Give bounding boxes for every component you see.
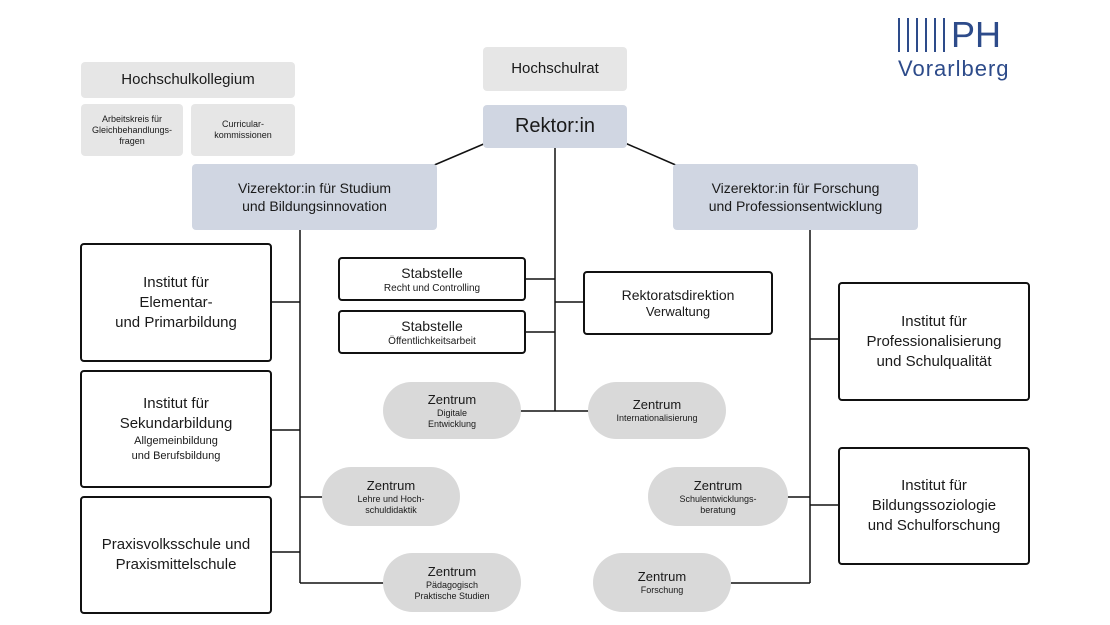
hochschulrat-label: Hochschulrat bbox=[511, 60, 599, 77]
ph-vorarlberg-logo: PH Vorarlberg bbox=[898, 14, 1038, 88]
logo-bars-icon bbox=[898, 18, 945, 52]
zentrum-paedagogisch-oval: Zentrum Pädagogisch Praktische Studien bbox=[383, 553, 521, 612]
zentrum-schulentwicklung-sub: Schulentwicklungs- bbox=[679, 493, 757, 504]
stabstelle-oeffentlich-sub: Öffentlichkeitsarbeit bbox=[388, 335, 476, 347]
vizerektor-forschung-box: Vizerektor:in für Forschung und Professi… bbox=[673, 164, 918, 230]
vizerektor-studium-line: Vizerektor:in für Studium bbox=[237, 180, 392, 196]
curricular-line: Curricular- bbox=[221, 119, 264, 129]
vizerektor-studium-line: und Bildungsinnovation bbox=[242, 198, 387, 214]
zentrum-schulentwicklung-oval: Zentrum Schulentwicklungs- beratung bbox=[648, 467, 788, 526]
arbeitskreis-line: Gleichbehandlungs- bbox=[91, 124, 173, 135]
institut-sekundar-box: Institut für Sekundarbildung Allgemeinbi… bbox=[80, 370, 272, 488]
praxisschule-line: Praxismittelschule bbox=[115, 556, 237, 573]
zentrum-lehre-sub: schuldidaktik bbox=[365, 504, 417, 515]
rektoratsdirektion-sub: Verwaltung bbox=[645, 304, 711, 319]
institut-professionalisierung-line: Professionalisierung bbox=[866, 332, 1002, 350]
logo-subtitle: Vorarlberg bbox=[898, 56, 1010, 81]
stabstelle-oeffentlich-title: Stabstelle bbox=[401, 317, 463, 334]
arbeitskreis-box: Arbeitskreis für Gleichbehandlungs- frag… bbox=[81, 104, 183, 156]
zentrum-digitale-oval: Zentrum Digitale Entwicklung bbox=[383, 382, 521, 439]
praxisschule-line: Praxisvolksschule und bbox=[101, 536, 251, 553]
zentrum-paedagogisch-sub: Praktische Studien bbox=[414, 590, 490, 601]
institut-elementar-box: Institut für Elementar- und Primarbildun… bbox=[80, 243, 272, 362]
institut-professionalisierung-line: Institut für bbox=[901, 312, 967, 330]
curricular-line: kommissionen bbox=[214, 130, 272, 140]
zentrum-international-sub: Internationalisierung bbox=[616, 413, 698, 423]
praxisschule-box: Praxisvolksschule und Praxismittelschule bbox=[80, 496, 272, 614]
institut-bildungssoziologie-line: Bildungssoziologie bbox=[871, 497, 997, 514]
stabstelle-recht-title: Stabstelle bbox=[401, 264, 463, 281]
rektoratsdirektion-title: Rektoratsdirektion bbox=[621, 287, 735, 303]
institut-professionalisierung-box: Institut für Professionalisierung und Sc… bbox=[838, 282, 1030, 401]
zentrum-schulentwicklung-title: Zentrum bbox=[693, 477, 743, 493]
stabstelle-recht-box: Stabstelle Recht und Controlling bbox=[338, 257, 526, 301]
vizerektor-forschung-line: Vizerektor:in für Forschung bbox=[711, 180, 880, 196]
zentrum-international-title: Zentrum bbox=[632, 397, 682, 412]
institut-bildungssoziologie-line: Institut für bbox=[901, 477, 967, 494]
institut-professionalisierung-line: und Schulqualität bbox=[876, 352, 992, 370]
institut-bildungssoziologie-line: und Schulforschung bbox=[867, 517, 1001, 534]
curricular-box: Curricular- kommissionen bbox=[191, 104, 295, 156]
zentrum-paedagogisch-sub: Pädagogisch bbox=[425, 579, 479, 590]
hochschulkollegium-box: Hochschulkollegium bbox=[81, 62, 295, 98]
vizerektor-studium-box: Vizerektor:in für Studium und Bildungsin… bbox=[192, 164, 437, 230]
institut-elementar-line: Elementar- bbox=[139, 293, 213, 311]
zentrum-schulentwicklung-sub: beratung bbox=[700, 504, 736, 515]
zentrum-forschung-title: Zentrum bbox=[637, 569, 687, 584]
zentrum-international-oval: Zentrum Internationalisierung bbox=[588, 382, 726, 439]
zentrum-lehre-sub: Lehre und Hoch- bbox=[357, 493, 425, 504]
rektor-box: Rektor:in bbox=[483, 105, 627, 148]
logo-letters: PH bbox=[951, 14, 1002, 55]
institut-elementar-line: und Primarbildung bbox=[115, 313, 237, 331]
zentrum-digitale-sub: Digitale bbox=[436, 407, 467, 418]
institut-sekundar-sub: Allgemeinbildung bbox=[134, 435, 218, 447]
zentrum-digitale-sub: Entwicklung bbox=[427, 418, 477, 429]
zentrum-digitale-title: Zentrum bbox=[427, 391, 477, 407]
institut-sekundar-line: Institut für bbox=[143, 395, 209, 412]
arbeitskreis-line: fragen bbox=[119, 135, 145, 146]
arbeitskreis-line: Arbeitskreis für bbox=[101, 113, 163, 124]
institut-sekundar-line: Sekundarbildung bbox=[119, 415, 233, 432]
rektor-label: Rektor:in bbox=[514, 115, 596, 137]
institut-bildungssoziologie-box: Institut für Bildungssoziologie und Schu… bbox=[838, 447, 1030, 565]
vizerektor-forschung-line: und Professionsentwicklung bbox=[708, 198, 883, 214]
hochschulkollegium-label: Hochschulkollegium bbox=[121, 71, 255, 88]
zentrum-paedagogisch-title: Zentrum bbox=[427, 563, 477, 579]
zentrum-forschung-oval: Zentrum Forschung bbox=[593, 553, 731, 612]
zentrum-lehre-title: Zentrum bbox=[366, 477, 416, 493]
institut-elementar-line: Institut für bbox=[143, 273, 209, 291]
rektoratsdirektion-box: Rektoratsdirektion Verwaltung bbox=[583, 271, 773, 335]
stabstelle-recht-sub: Recht und Controlling bbox=[383, 282, 481, 294]
zentrum-forschung-sub: Forschung bbox=[640, 585, 684, 595]
zentrum-lehre-oval: Zentrum Lehre und Hoch- schuldidaktik bbox=[322, 467, 460, 526]
institut-sekundar-sub: und Berufsbildung bbox=[131, 450, 221, 462]
hochschulrat-box: Hochschulrat bbox=[483, 47, 627, 91]
stabstelle-oeffentlich-box: Stabstelle Öffentlichkeitsarbeit bbox=[338, 310, 526, 354]
